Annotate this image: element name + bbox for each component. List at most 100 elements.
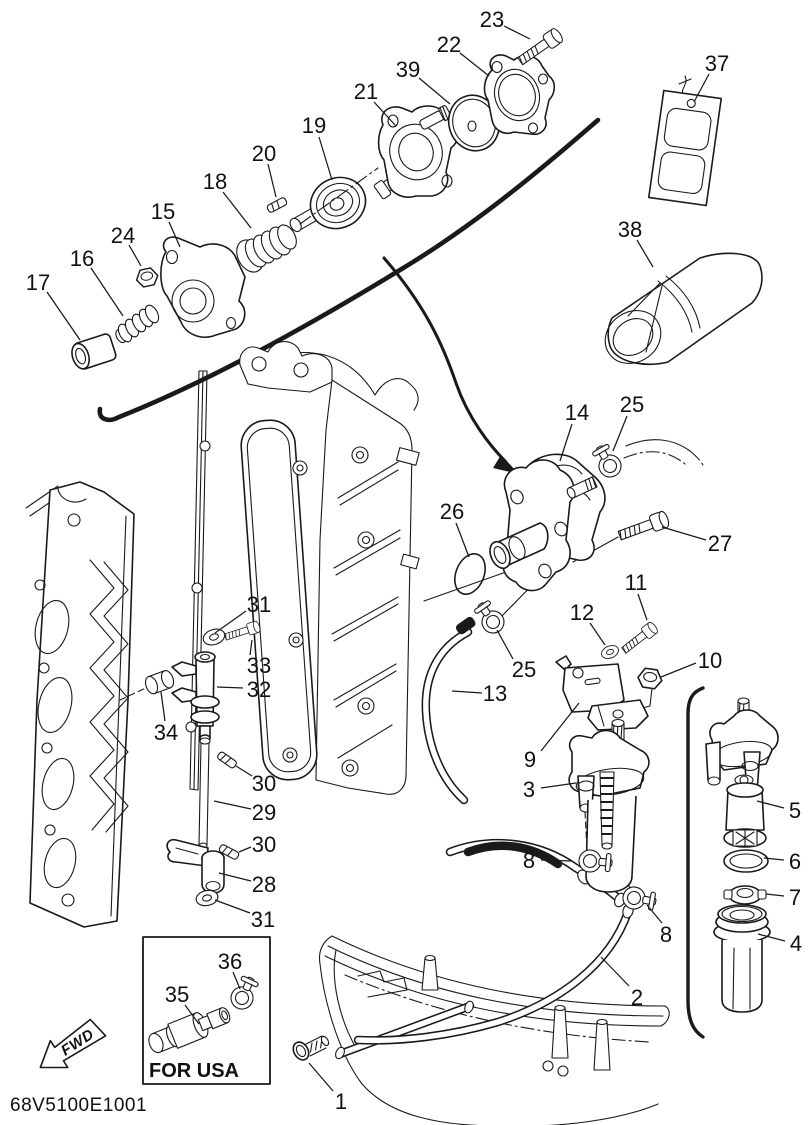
bracket-9 — [555, 655, 653, 731]
callout-leader-19-10 — [660, 662, 697, 678]
callout-leader-42-1 — [308, 1062, 334, 1092]
callout-label-17-11: 11 — [625, 570, 648, 595]
callout-leader-0-23 — [503, 25, 531, 40]
callout-label-12-38: 38 — [618, 217, 642, 242]
callout-label-35-6: 6 — [789, 849, 801, 874]
filter-head-detail — [705, 697, 779, 797]
callout-label-5-19: 19 — [302, 113, 326, 138]
callout-leader-33-8 — [540, 859, 572, 862]
cylinder-block — [185, 341, 420, 795]
plunger-cylinder-17 — [71, 333, 117, 370]
diaphragm-cup-19 — [289, 176, 367, 233]
callout-label-14-25: 25 — [620, 392, 644, 417]
callout-label-22-32: 32 — [247, 677, 271, 702]
callout-label-13-14: 14 — [565, 400, 589, 425]
callout-label-11-17: 17 — [26, 270, 50, 295]
fuel-pipe — [335, 1000, 475, 1060]
callout-leader-41-35 — [184, 1004, 200, 1025]
callout-leader-1-22 — [459, 52, 490, 77]
callout-label-37-4: 4 — [790, 931, 802, 956]
callout-leader-22-32 — [216, 686, 244, 689]
nut-24 — [134, 266, 161, 289]
callout-leader-12-38 — [636, 239, 654, 268]
callout-leader-35-6 — [763, 857, 785, 861]
grommet-34 — [144, 670, 175, 695]
fuel-pump-14 — [423, 453, 619, 619]
cowling-post — [421, 954, 439, 991]
pin-20 — [265, 196, 289, 214]
spring-16 — [115, 304, 160, 344]
spring-18 — [236, 224, 297, 273]
callout-label-42-1: 1 — [335, 1089, 347, 1114]
callout-leader-14-25 — [612, 415, 628, 452]
for-usa-box: FOR USA — [142, 936, 271, 1085]
o-ring-26 — [454, 553, 486, 595]
callout-label-31-28: 28 — [252, 872, 276, 897]
callout-leader-13-14 — [559, 423, 573, 462]
bag-38 — [604, 252, 763, 366]
callout-leader-8-15 — [168, 221, 181, 248]
pin-30 — [215, 750, 239, 770]
tag-37 — [647, 75, 723, 207]
callout-label-1-22: 22 — [437, 32, 461, 57]
callout-leader-37-4 — [757, 933, 786, 942]
callout-label-8-15: 15 — [151, 199, 175, 224]
thermostat-parts-group — [71, 26, 566, 370]
callout-leader-34-5 — [756, 800, 785, 809]
callout-leader-32-31 — [214, 899, 251, 914]
callout-leader-21-33 — [249, 639, 253, 656]
callout-label-19-10: 10 — [698, 648, 722, 673]
washer-31 — [200, 625, 228, 649]
callout-leader-4-21 — [373, 101, 397, 127]
callout-label-34-5: 5 — [789, 798, 801, 823]
fuel-hose-2 — [353, 839, 634, 1045]
callout-leader-15-26 — [455, 522, 470, 558]
callout-label-18-12: 12 — [570, 600, 594, 625]
callout-leader-30-30 — [238, 846, 252, 853]
fuel-connector-35 — [148, 1007, 231, 1054]
filter-detail-panel — [686, 686, 779, 1039]
hose-clamp-25 — [470, 597, 509, 638]
callout-label-23-34: 34 — [154, 720, 178, 745]
callout-leader-20-31 — [214, 610, 247, 634]
callout-leader-28-30 — [235, 765, 253, 777]
callout-label-21-33: 33 — [247, 653, 271, 678]
callout-label-0-23: 23 — [480, 7, 504, 32]
callout-leader-16-27 — [661, 526, 707, 541]
for-usa-label: FOR USA — [149, 1060, 239, 1082]
callout-label-27-3: 3 — [523, 777, 535, 802]
callout-leader-38-8 — [646, 904, 663, 924]
callout-leader-2-39 — [418, 77, 451, 105]
callout-label-16-27: 27 — [708, 531, 732, 556]
callout-label-39-2: 2 — [631, 985, 643, 1010]
filter-element-5 — [723, 774, 767, 848]
detail-bracket-line — [686, 686, 705, 1039]
part-code: 68V5100E1001 — [10, 1095, 147, 1116]
choke-rod-29 — [166, 737, 241, 894]
callout-leader-23-34 — [160, 691, 166, 722]
callout-label-38-8: 8 — [660, 922, 672, 947]
callout-label-33-8: 8 — [523, 848, 535, 873]
cowling-post — [593, 1018, 611, 1071]
callout-leader-18-12 — [589, 622, 606, 646]
lever-28 — [166, 838, 225, 894]
callout-label-28-30: 30 — [252, 771, 276, 796]
callout-leader-31-28 — [218, 872, 252, 882]
callout-label-36-7: 7 — [789, 885, 801, 910]
o-ring-6 — [723, 849, 769, 873]
callout-label-2-39: 39 — [396, 57, 420, 82]
callout-label-4-21: 21 — [354, 79, 378, 104]
retainer-7 — [723, 885, 767, 905]
pump-cover-22 — [483, 54, 556, 136]
callout-label-9-24: 24 — [111, 223, 135, 248]
callout-leader-25-13 — [451, 690, 483, 694]
callout-leader-7-18 — [222, 191, 252, 229]
callout-leader-39-2 — [600, 956, 630, 987]
hose-clamp-25 — [588, 440, 626, 482]
callout-leader-40-36 — [232, 971, 241, 990]
callout-label-3-37: 37 — [705, 51, 729, 76]
callout-label-32-31: 31 — [251, 907, 275, 932]
callout-label-6-20: 20 — [252, 141, 276, 166]
